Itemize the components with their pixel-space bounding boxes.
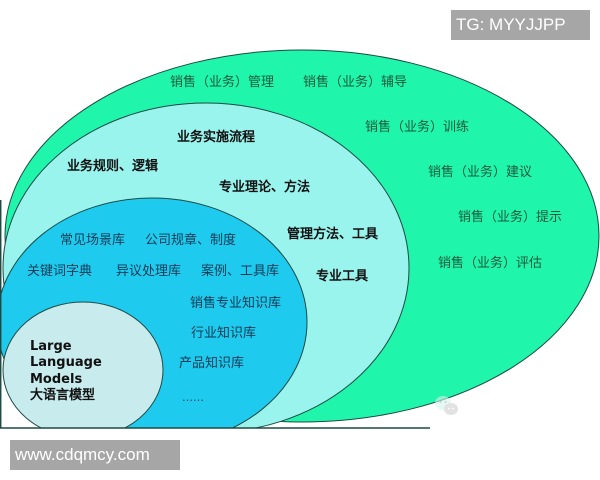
watermark-tg: TG: MYYJJPP: [451, 10, 590, 40]
label-company-rules: 公司规章、制度: [145, 233, 237, 248]
label-sales-knowledge-base: 销售专业知识库: [190, 296, 282, 311]
label-professional-theory-methods: 专业理论、方法: [219, 180, 311, 195]
label-sales-hints: 销售（业务）提示: [458, 210, 563, 225]
label-llm-chinese: 大语言模型: [30, 388, 96, 403]
label-llm-language: Language: [30, 355, 102, 370]
wechat-logo-icon: [435, 396, 458, 415]
label-cases-tools: 案例、工具库: [201, 264, 280, 279]
label-product-knowledge-base: 产品知识库: [179, 356, 245, 371]
label-professional-tools: 专业工具: [316, 269, 369, 284]
label-sales-coaching: 销售（业务）辅导: [303, 75, 408, 90]
label-llm-models: Models: [30, 372, 83, 387]
label-ellipsis: ……: [182, 391, 204, 404]
label-management-methods-tools: 管理方法、工具: [287, 227, 379, 242]
inner-ellipse-llm: [2, 301, 164, 428]
label-sales-training: 销售（业务）训练: [365, 120, 470, 135]
label-llm-large: Large: [30, 339, 72, 354]
label-industry-knowledge-base: 行业知识库: [191, 326, 257, 341]
label-keyword-dictionary: 关键词字典: [27, 264, 93, 279]
label-business-rules-logic: 业务规则、逻辑: [67, 159, 159, 174]
label-common-scenarios: 常见场景库: [60, 233, 126, 248]
label-business-process: 业务实施流程: [177, 130, 256, 145]
label-sales-management: 销售（业务）管理: [170, 75, 275, 90]
label-objection-handling: 异议处理库: [116, 264, 182, 279]
watermark-website: www.cdqmcy.com: [10, 440, 180, 470]
label-sales-advice: 销售（业务）建议: [428, 165, 533, 180]
label-sales-evaluation: 销售（业务）评估: [438, 256, 543, 271]
